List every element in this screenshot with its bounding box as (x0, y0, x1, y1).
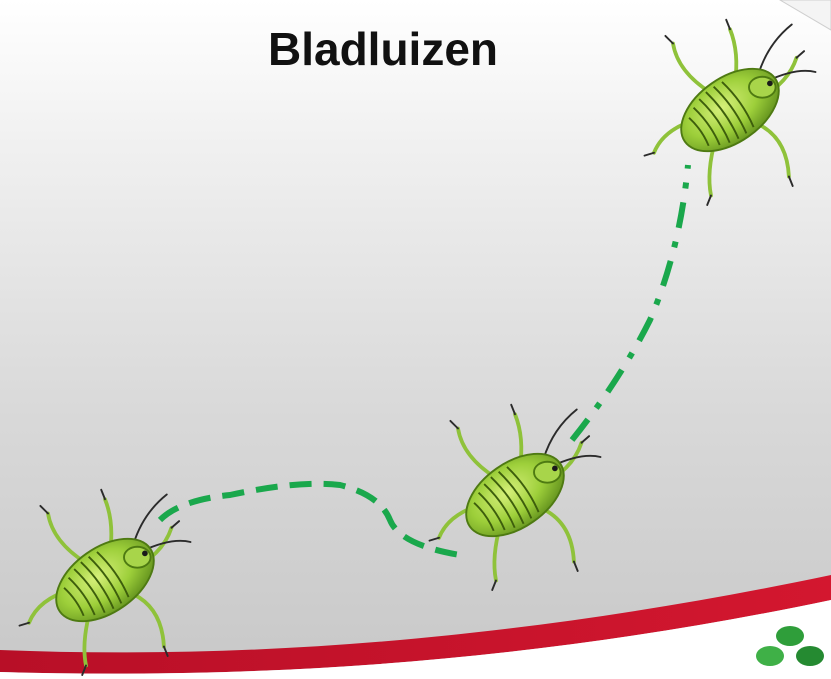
aphid-travel-path (160, 165, 688, 555)
page-corner (780, 0, 831, 30)
aphid-icon (645, 20, 816, 205)
